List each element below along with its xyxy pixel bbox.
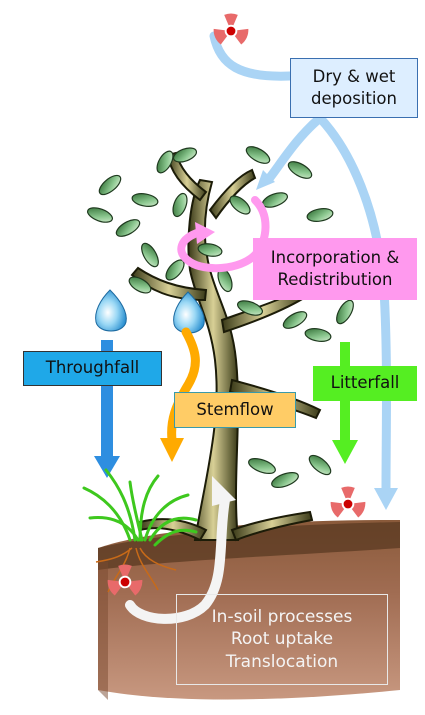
- soil-label-line: Root uptake: [231, 628, 333, 650]
- radiation-symbol-icon: [331, 487, 366, 518]
- incorporation-redistribution-label: Incorporation & Redistribution: [253, 238, 417, 300]
- soil-processes-label: In-soil processes Root uptake Translocat…: [176, 594, 388, 685]
- litterfall-arrow: [332, 342, 358, 464]
- incorporation-label-line: Incorporation &: [271, 248, 399, 267]
- deposition-label-line: deposition: [311, 89, 397, 108]
- throughfall-label: Throughfall: [23, 351, 162, 386]
- incorporation-label-line: Redistribution: [278, 270, 393, 289]
- stemflow-label: Stemflow: [174, 392, 296, 428]
- deposition-arrowhead-soil: [374, 488, 398, 510]
- dry-wet-deposition-label: Dry & wet deposition: [290, 58, 418, 118]
- soil-label-line: In-soil processes: [212, 606, 353, 628]
- water-droplet-icon: [96, 290, 127, 331]
- deposition-label-line: Dry & wet: [313, 67, 396, 86]
- soil-label-line: Translocation: [226, 651, 338, 673]
- radiation-symbol-icon: [214, 14, 249, 45]
- litterfall-label: Litterfall: [313, 366, 417, 401]
